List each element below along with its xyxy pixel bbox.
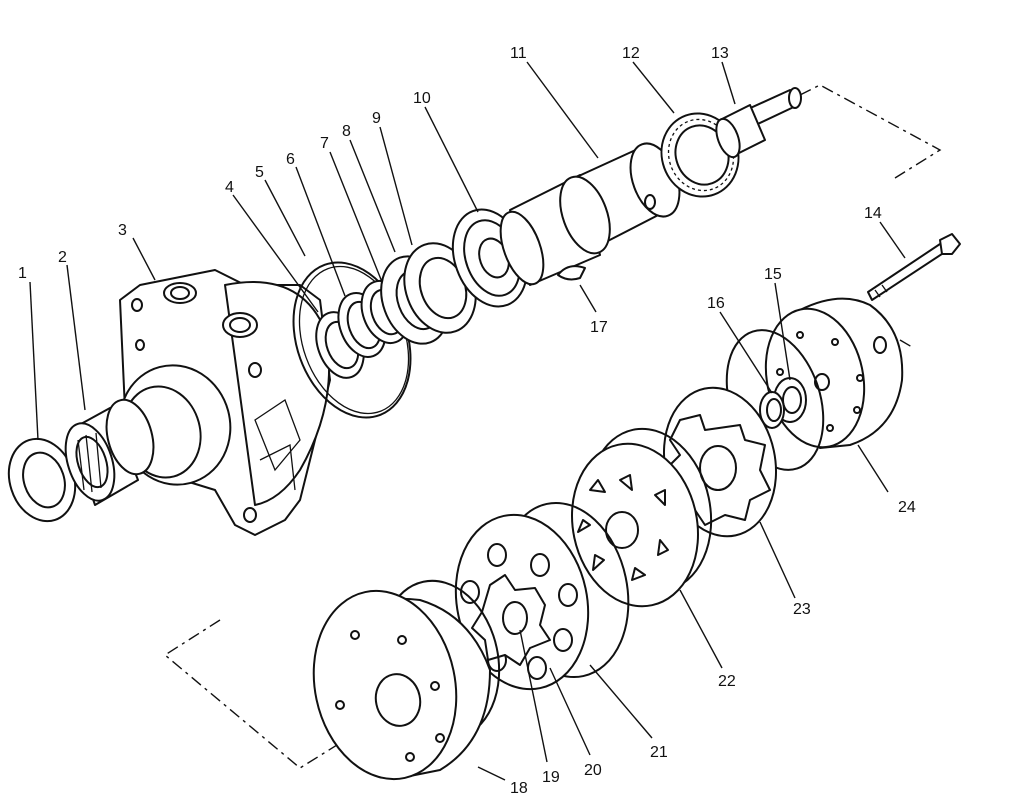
- label-part-16: 16: [707, 295, 725, 312]
- label-part-10: 10: [413, 90, 431, 107]
- label-part-1: 1: [18, 265, 27, 282]
- label-part-21: 21: [650, 744, 668, 761]
- label-part-9: 9: [372, 110, 381, 127]
- label-part-2: 2: [58, 249, 67, 266]
- leader-lines: [29, 61, 906, 781]
- part-19-gerotor-star: [471, 574, 551, 666]
- part-24-end-cover: [764, 297, 904, 449]
- label-part-13: 13: [711, 45, 729, 62]
- part-18-rear-housing: [312, 579, 501, 781]
- part-14-bolt: [867, 233, 961, 301]
- label-part-8: 8: [342, 123, 351, 140]
- axis-line-right: [899, 339, 913, 348]
- label-part-11: 11: [510, 45, 527, 62]
- part-15-seal: [759, 377, 807, 429]
- label-part-15: 15: [764, 266, 782, 283]
- part-labels: 1 2 3 4 5 6 7 8 9 10 11 12 13 14 15 16 1…: [18, 45, 916, 797]
- label-part-23: 23: [793, 601, 811, 618]
- label-part-5: 5: [255, 164, 264, 181]
- label-part-17: 17: [590, 319, 608, 336]
- axis-line-top: [799, 84, 942, 179]
- label-part-18: 18: [510, 780, 528, 797]
- label-part-12: 12: [622, 45, 640, 62]
- part-11-shaft: [499, 142, 681, 286]
- label-part-20: 20: [584, 762, 602, 779]
- part-3-housing: [105, 269, 331, 536]
- label-part-24: 24: [898, 499, 916, 516]
- label-part-7: 7: [320, 135, 329, 152]
- label-part-22: 22: [718, 673, 736, 690]
- label-part-4: 4: [225, 179, 234, 196]
- part-17-key: [557, 265, 586, 281]
- label-part-3: 3: [118, 222, 127, 239]
- label-part-19: 19: [542, 769, 560, 786]
- part-13-drive-shaft: [715, 87, 802, 159]
- label-part-14: 14: [864, 205, 882, 222]
- part-22-valve-plate: [571, 427, 713, 608]
- axis-line-bottom: [163, 619, 346, 769]
- part-2-bearing: [64, 407, 139, 506]
- label-part-6: 6: [286, 151, 295, 168]
